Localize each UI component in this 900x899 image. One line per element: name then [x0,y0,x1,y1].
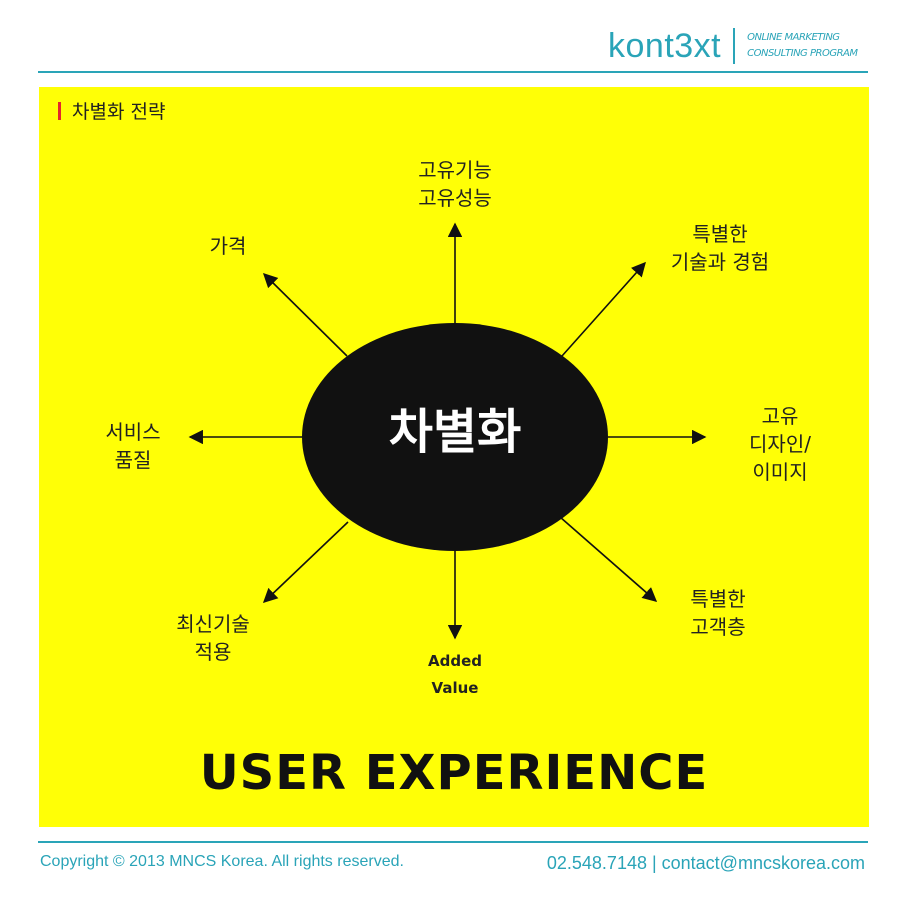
spoke-label-east: 고유 디자인/ 이미지 [749,404,811,484]
section-accent-bar [58,101,61,120]
center-label: 차별화 [388,404,522,460]
arrow-south-west [262,521,349,603]
spoke-label-north: 고유기능 고유성능 [418,158,492,210]
brand-tagline-line2: CONSULTING PROGRAM [747,48,858,59]
footer-copyright: Copyright © 2013 MNCS Korea. All rights … [40,853,404,870]
brand-header: kont3xt ONLINE MARKETING CONSULTING PROG… [608,24,858,68]
center-ellipse [302,323,608,551]
arrow-south-east [559,516,658,602]
spoke-label-west: 서비스 품질 [105,420,161,472]
brand-tagline: ONLINE MARKETING CONSULTING PROGRAM [747,30,858,62]
arrow-north-east [561,261,646,357]
brand-tagline-line1: ONLINE MARKETING [747,32,840,43]
bottom-divider [38,841,868,843]
spoke-label-south: Added Value [428,652,482,697]
section-title-text: 차별화 전략 [72,101,166,123]
top-divider [38,71,868,73]
headline: USER EXPERIENCE [199,745,709,801]
footer-contact: 02.548.7148 | contact@mncskorea.com [546,853,865,873]
section-title: 차별화 전략 [58,97,165,124]
spoke-label-south-west: 최신기술 적용 [176,612,250,664]
brand-divider [733,28,736,64]
spoke-label-south-east: 특별한 고객층 [690,587,746,639]
spoke-label-north-east: 특별한 기술과 경험 [670,222,770,274]
spoke-label-north-west: 가격 [209,234,247,258]
brand-logo: kont3xt [608,26,722,65]
arrow-north-west [262,272,348,357]
